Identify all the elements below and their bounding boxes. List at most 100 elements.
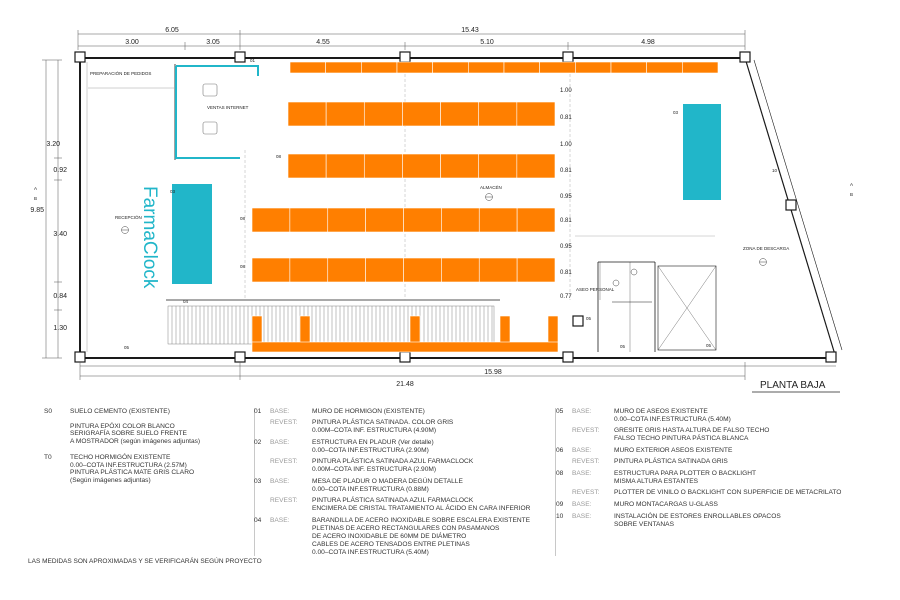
shelf-unit	[403, 257, 442, 283]
legend-t0: T0 TECHO HORMIGÓN EXISTENTE 0.00–COTA IN…	[44, 454, 194, 484]
section-mark-a-right: A	[850, 182, 853, 187]
legend-revest-text: GRESITE GRIS HASTA ALTURA DE FALSO TECHO…	[614, 427, 770, 442]
shelf-unit	[539, 61, 576, 74]
shelf-unit	[610, 61, 647, 74]
legend-revest-label: REVEST:	[270, 419, 298, 426]
legend-line: 0.00–COTA INF.ESTRUCTURA (2.57M)	[70, 461, 187, 469]
legend-base-text: MESA DE PLADUR O MADERA DEGÚN DETALLE 0.…	[312, 478, 463, 493]
shelf-unit	[440, 153, 480, 179]
tag-11: 03	[673, 110, 679, 115]
legend-revest-text: PLOTTER DE VINILO O BACKLIGHT CON SUPERF…	[614, 489, 842, 496]
tag-9: 05	[620, 344, 626, 349]
shelf-unit	[287, 153, 327, 179]
shelf-dim-6: 0.81	[560, 218, 572, 224]
shelf-dim-8: 0.81	[560, 270, 572, 276]
dim-bottom-1: 21.48	[396, 381, 414, 388]
shelf-unit	[478, 257, 518, 283]
legend-base-text: BARANDILLA DE ACERO INOXIDABLE SOBRE ESC…	[312, 517, 531, 556]
legend-line: PINTURA PLÁSTICA MATE GRIS CLARO	[70, 469, 195, 477]
shelf-unit	[251, 257, 291, 283]
backlight-panel	[683, 104, 721, 200]
legend-base-label: BASE:	[572, 470, 592, 477]
tag-4: 08	[240, 264, 246, 269]
legend-base-label: BASE:	[270, 408, 290, 415]
shelf-unit	[516, 101, 556, 127]
dim-left-4: 0.84	[53, 293, 67, 300]
shelf-unit	[396, 61, 433, 74]
legend-code: 06	[556, 447, 564, 454]
tag-5: 08	[276, 154, 282, 159]
legend-code: 08	[556, 470, 564, 477]
dim-bottom-2: 15.98	[484, 369, 502, 376]
shelf-unit	[361, 61, 398, 74]
section-mark-b-right: B	[850, 192, 853, 197]
dim-top-3: 4.55	[316, 39, 330, 46]
shelf-dim-9: 0.77	[560, 294, 572, 300]
legend-line: TECHO HORMIGÓN EXISTENTE	[70, 454, 171, 461]
shelf-unit	[365, 257, 404, 283]
shelf-unit	[327, 207, 366, 233]
shelf-unit	[325, 61, 362, 74]
reception-counter	[172, 184, 212, 284]
shelf-unit	[432, 61, 469, 74]
legend-revest-label: REVEST:	[270, 497, 298, 504]
shelf-unit	[289, 61, 326, 74]
shelf-unit	[251, 341, 559, 353]
legend-line: SERIGRAFÍA SOBRE SUELO FRENTE	[70, 430, 187, 438]
dim-total-left: 6.05	[165, 27, 179, 34]
shelf-dim-2: 0.81	[560, 115, 572, 121]
room-aseo: ASEO PERSONAL	[576, 287, 615, 292]
room-preparacion: PREPARACIÓN DE PEDIDOS	[90, 70, 151, 76]
legend-base-text: MURO EXTERIOR ASEOS EXISTENTE	[614, 447, 733, 454]
shelf-unit	[468, 61, 505, 74]
legend-base-label: BASE:	[270, 439, 290, 446]
shelf-dimensions: 1.00 0.81 1.00 0.81 0.95 0.81 0.95 0.81 …	[560, 88, 572, 300]
tag-8: 05	[586, 316, 592, 321]
dim-top-2: 3.05	[206, 39, 220, 46]
shelf-unit	[516, 257, 556, 283]
shelf-unit	[478, 101, 518, 127]
tag-7: 01	[250, 58, 256, 63]
tag-2: 03	[170, 189, 176, 194]
legend-s0: S0 SUELO CEMENTO (EXISTENTE) PINTURA EPÓ…	[44, 408, 200, 445]
legend-line: PINTURA EPÓXI COLOR BLANCO	[70, 422, 175, 430]
legend-base-text: MURO MONTACARGAS U-GLASS	[614, 501, 718, 508]
legend: S0 SUELO CEMENTO (EXISTENTE) PINTURA EPÓ…	[0, 400, 900, 600]
legend-revest-label: REVEST:	[572, 458, 600, 465]
shelf-unit	[289, 207, 329, 233]
shelf-unit	[289, 257, 329, 283]
legend-code: 10	[556, 513, 564, 520]
shelf-unit	[363, 153, 403, 179]
legend-base-label: BASE:	[270, 517, 290, 524]
shelf-unit	[402, 153, 441, 179]
legend-code: T0	[44, 454, 52, 461]
dim-left-total: 9.85	[30, 207, 44, 214]
shelf-unit	[440, 101, 480, 127]
legend-revest-text: PINTURA PLÁSTICA SATINADA AZUL FARMACLOC…	[312, 497, 531, 512]
bottom-dimensions	[79, 362, 836, 380]
tag-1: 05	[124, 345, 130, 350]
dim-top-1: 3.00	[125, 39, 139, 46]
legend-code: 02	[254, 439, 262, 446]
shelf-unit	[478, 153, 518, 179]
shelf-unit	[478, 207, 518, 233]
legend-base-text: MURO DE HORMIGON (EXISTENTE)	[312, 408, 425, 415]
tag-6: 04	[183, 299, 189, 304]
storage-shelves	[251, 61, 719, 283]
floor-plan: 6.05 15.43 3.00 3.05 4.55 5.10 4.98 3.20…	[30, 27, 853, 393]
section-mark-b-left: B	[34, 196, 37, 201]
legend-base-text: INSTALACIÓN DE ESTORES ENROLLABLES OPACO…	[614, 513, 781, 528]
outer-walls	[79, 57, 843, 359]
dim-left-2: 0.92	[53, 167, 67, 174]
shelf-unit	[503, 61, 540, 74]
tag-10: 05	[706, 343, 712, 348]
shelf-unit	[646, 61, 683, 74]
legend-line	[70, 416, 200, 423]
dim-left-1: 3.20	[46, 141, 60, 148]
brand-logo: FarmaClock	[139, 186, 160, 289]
